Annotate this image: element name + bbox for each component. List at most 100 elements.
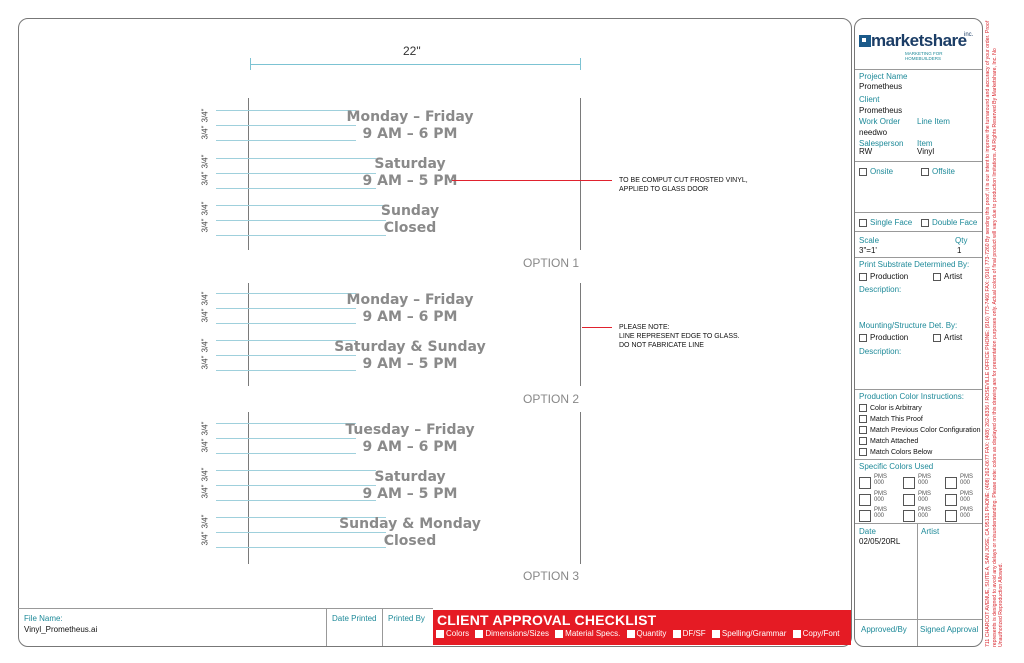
work-order-label: Work Order [859,117,901,126]
color-option[interactable]: Match This Proof [859,415,923,423]
checklist-item-material[interactable]: Material Specs. [555,629,620,638]
checkbox[interactable] [859,426,867,434]
checklist-item-dfsf[interactable]: DF/SF [672,629,706,638]
logo-tagline: MARKETING FOR HOMEBUILDERS [905,51,943,61]
guide-line [216,235,386,236]
file-name-value: Vinyl_Prometheus.ai [24,625,98,634]
checklist-item-copy-font[interactable]: Copy/Font [792,629,840,638]
line-height-label: 3/4" [200,201,210,216]
line-height-label: 3/4" [200,218,210,233]
legal-disclaimer: 711 CHARCOT AVENUE, SUITE A, SAN JOSE, C… [985,20,1004,647]
guide-line [216,517,386,518]
width-dimension: 22" [248,44,582,84]
note-leader-line [582,327,612,328]
swatch-box[interactable] [945,509,957,522]
item-label: Item [917,139,933,148]
qty-label: Qty [955,236,968,245]
line-item-label: Line Item [917,117,950,126]
checkbox[interactable] [859,415,867,423]
printed-by-cell: Printed By [382,608,433,646]
guide-line [216,125,356,126]
checklist-item-quantity[interactable]: Quantity [626,629,666,638]
checklist-item-dimensions[interactable]: Dimensions/Sizes [475,629,549,638]
checkbox[interactable] [792,629,801,638]
glass-edge-left-1 [248,98,249,250]
line-height-label: 3/4" [200,467,210,482]
checkbox[interactable] [859,333,867,342]
guide-line [216,140,356,141]
sign-line: Tuesday – Friday [345,422,475,438]
glass-edge-right-2 [580,283,581,386]
divider [855,231,982,232]
checkbox[interactable] [859,448,867,456]
scale-value: 3"=1' [859,246,877,255]
swatch-box[interactable] [903,509,915,522]
guide-line [216,438,356,439]
guide-line [216,110,356,111]
swatch-box[interactable] [859,476,871,489]
sign-line: 9 AM – 5 PM [362,356,458,372]
color-option[interactable]: Match Attached [859,437,918,445]
line-height-label: 3/4" [200,338,210,353]
checkbox[interactable] [672,629,681,638]
mounting-production-option[interactable]: Production [859,333,908,342]
checklist-items: Colors Dimensions/Sizes Material Specs. … [436,629,844,638]
mounting-artist-option[interactable]: Artist [933,333,962,342]
offsite-option[interactable]: Offsite [921,167,955,176]
swatch-box[interactable] [903,493,915,506]
onsite-option[interactable]: Onsite [859,167,893,176]
checkbox[interactable] [711,629,720,638]
swatch-box[interactable] [859,509,871,522]
swatch-box[interactable] [945,493,957,506]
checkbox[interactable] [859,437,867,445]
option-label: OPTION 1 [523,256,580,270]
checkbox[interactable] [555,629,564,638]
logo-wordmark: marketshare [871,31,967,50]
checkbox[interactable] [626,629,635,638]
single-face-option[interactable]: Single Face [859,218,912,227]
guide-line [216,205,386,206]
checklist-item-spelling[interactable]: Spelling/Grammar [711,629,786,638]
double-face-option[interactable]: Double Face [921,218,977,227]
substrate-artist-option[interactable]: Artist [933,272,962,281]
checkbox[interactable] [475,629,484,638]
checkbox[interactable] [436,629,444,638]
date-printed-label: Date Printed [332,614,377,623]
swatch-box[interactable] [859,493,871,506]
swatch-box[interactable] [903,476,915,489]
color-option[interactable]: Match Previous Color Configuration [859,426,981,434]
checkbox[interactable] [921,167,929,176]
checkbox[interactable] [921,218,929,227]
checkbox[interactable] [933,333,941,342]
date-artist-divider [917,523,918,646]
checklist-item-colors[interactable]: Colors [436,629,469,638]
checkbox[interactable] [859,404,867,412]
guide-line [216,532,386,533]
glass-edge-left-2 [248,283,249,386]
date-printed-cell: Date Printed [326,608,382,646]
guide-line [216,500,376,501]
color-option[interactable]: Match Colors Below [859,448,932,456]
divider [855,619,982,620]
project-name-value: Prometheus [859,82,903,91]
item-value: Vinyl [917,147,935,156]
checkbox[interactable] [859,167,867,176]
checkbox[interactable] [859,272,867,281]
substrate-production-option[interactable]: Production [859,272,908,281]
swatch-box[interactable] [945,476,957,489]
checkbox[interactable] [933,272,941,281]
guide-line [216,188,376,189]
sign-line: Closed [383,533,437,549]
sign-line: Saturday [374,469,446,485]
checkbox[interactable] [859,218,867,227]
color-option[interactable]: Color is Arbitrary [859,404,922,412]
